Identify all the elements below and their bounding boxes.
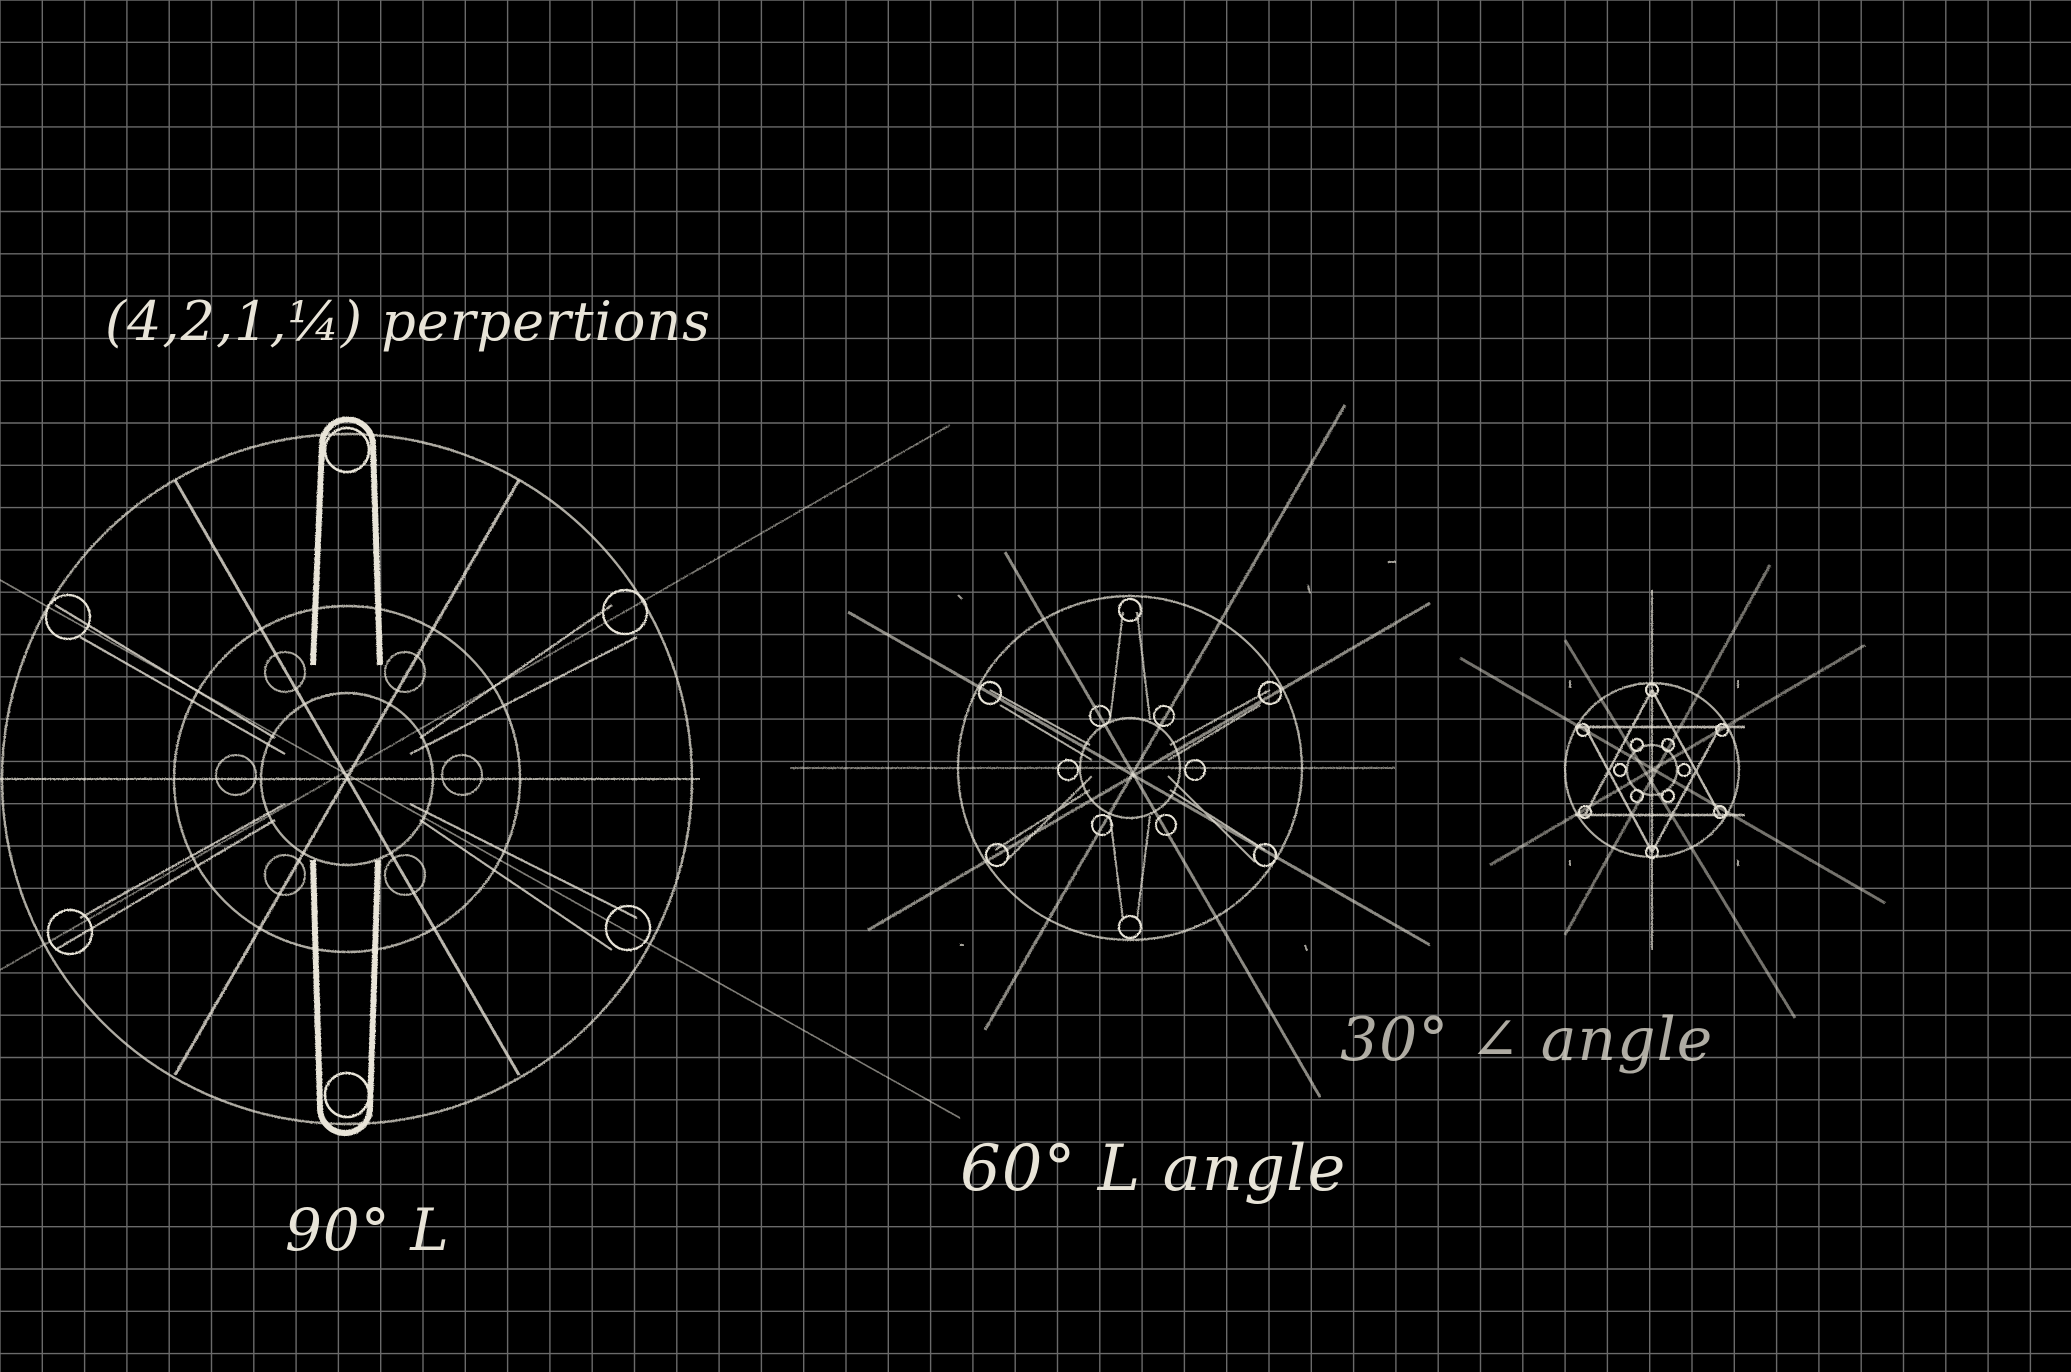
large-spoke-top-end (323, 426, 371, 474)
medium-rim-end (984, 842, 1010, 868)
small-rim-end (1713, 805, 1727, 819)
large-bolt-circle (264, 854, 306, 896)
small-rim-end (1645, 845, 1659, 859)
large-spoke-upper-right (409, 604, 638, 755)
large-spoke-lower-left-end (46, 908, 94, 956)
small-bolt-circle (1630, 789, 1644, 803)
medium-rim-end (1252, 842, 1278, 868)
large-spoke-upper-left (54, 604, 286, 755)
medium-spoke-upper-left (989, 689, 1093, 761)
medium-spoke-upper-right (1167, 689, 1271, 761)
large-bolt-circle (215, 754, 257, 796)
medium-ray (847, 610, 1431, 947)
large-bolt-circle (441, 754, 483, 796)
small-rim-end (1576, 723, 1590, 737)
medium-bolt-circle (1184, 759, 1206, 781)
large-spoke-bottom-end (323, 1071, 371, 1119)
medium-ray (867, 601, 1431, 932)
large-construction-line-up (0, 424, 951, 971)
small-bolt-circle (1661, 789, 1675, 803)
medium-spoke-top (1109, 611, 1151, 721)
large-bolt-circle (384, 651, 426, 693)
small-ray (1563, 639, 1797, 1019)
medium-ray (983, 404, 1347, 1031)
small-bolt-circle (1630, 738, 1644, 752)
medium-bolt-circle (1089, 705, 1111, 727)
large-spoke-bottom (310, 859, 381, 1136)
medium-ray (1003, 551, 1322, 1098)
medium-bolt-circle (1057, 759, 1079, 781)
medium-rim-end (1117, 914, 1143, 940)
large-spoke-upper-right-end (601, 588, 649, 636)
small-tick-marks (1569, 680, 1739, 866)
small-rim-end (1578, 805, 1592, 819)
medium-spoke-lower-right (1167, 775, 1266, 863)
medium-bolt-circle (1155, 814, 1177, 836)
large-spoke-lower-right (409, 803, 638, 951)
small-hex-frame (1575, 689, 1745, 853)
angle-30-label: 30° ∠ angle (1340, 1005, 1713, 1075)
medium-spoke-lower-left (994, 775, 1093, 863)
proportions-label: (4,2,1,¼) perpertions (105, 290, 711, 353)
small-bolt-circle (1677, 763, 1691, 777)
small-ray (1489, 643, 1866, 867)
angle-60-label: 60° L angle (960, 1132, 1346, 1206)
medium-rim-end (977, 680, 1003, 706)
angle-90-label: 90° L (285, 1196, 450, 1264)
large-bolt-circle (384, 854, 426, 896)
medium-rim-end (1117, 597, 1143, 623)
large-spoke-upper-left-end (44, 593, 92, 641)
small-bolt-circle (1613, 763, 1627, 777)
large-wheel-diagram (0, 416, 961, 1136)
small-rim-end (1715, 723, 1729, 737)
large-spoke-lower-right-end (604, 904, 652, 952)
medium-rim-end (1257, 680, 1283, 706)
large-diagonal-b (173, 479, 521, 1076)
medium-bolt-circle (1091, 814, 1113, 836)
medium-spoke-bottom (1109, 815, 1151, 921)
large-bolt-circle (264, 651, 306, 693)
small-wheel-diagram (1459, 564, 1886, 1019)
small-bolt-circle (1661, 738, 1675, 752)
small-ray (1459, 656, 1886, 905)
small-rim-end (1645, 683, 1659, 697)
medium-bolt-circle (1153, 705, 1175, 727)
large-construction-line-down (0, 579, 961, 1119)
medium-wheel-diagram (790, 404, 1431, 1098)
large-spoke-top (310, 416, 383, 666)
medium-tick-marks (957, 561, 1396, 952)
